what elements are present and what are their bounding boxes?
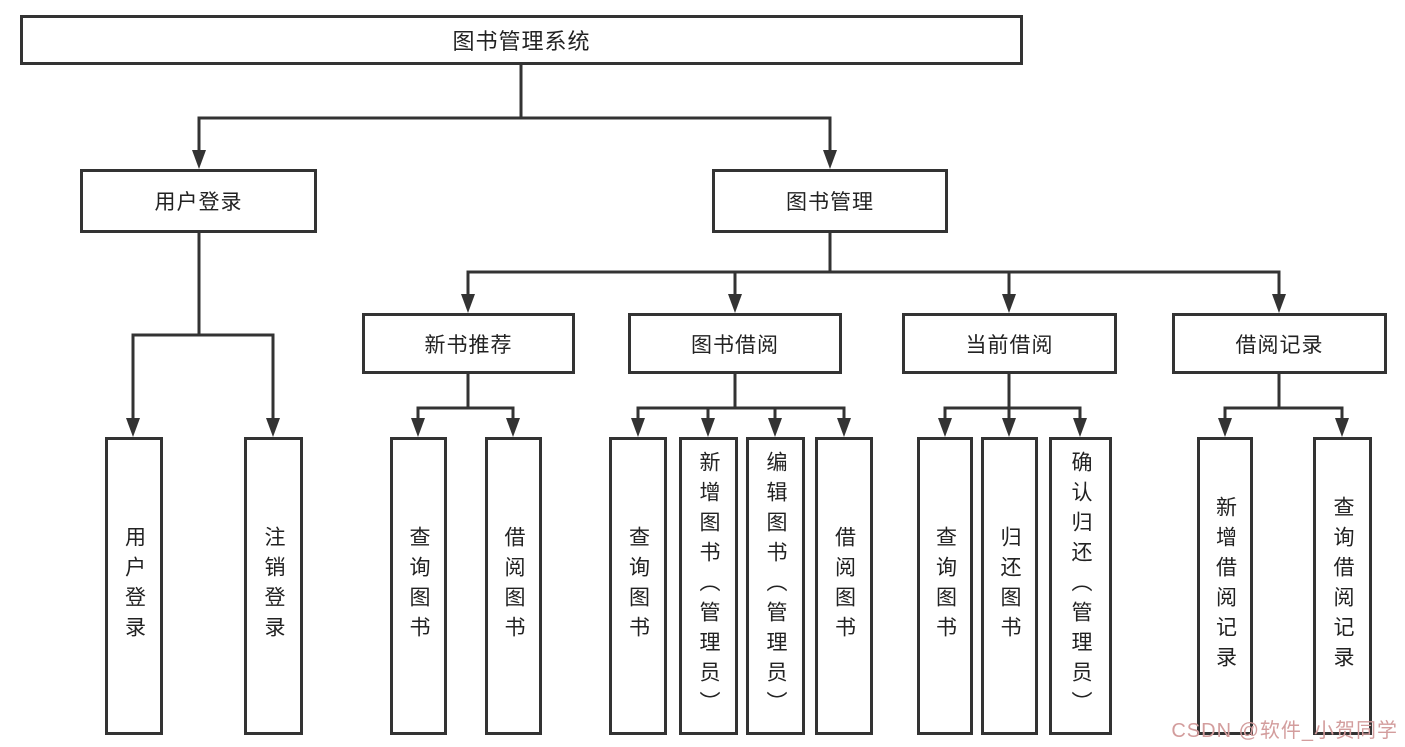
leaf-return-book: 归还图书 <box>981 437 1038 735</box>
node-label: 用户登录 <box>122 526 146 646</box>
node-user-login: 用户登录 <box>80 169 317 233</box>
leaf-query-books-current: 查询图书 <box>917 437 973 735</box>
node-library-system-root: 图书管理系统 <box>20 15 1023 65</box>
node-label: 图书管理系统 <box>452 29 591 54</box>
leaf-logout: 注销登录 <box>244 437 303 735</box>
leaf-user-login: 用户登录 <box>105 437 163 735</box>
node-label: 新增图书（管理员） <box>697 451 720 721</box>
leaf-query-books-recommend: 查询图书 <box>390 437 447 735</box>
leaf-borrow-books-recommend: 借阅图书 <box>485 437 542 735</box>
node-label: 编辑图书（管理员） <box>764 451 787 721</box>
leaf-add-borrow-record: 新增借阅记录 <box>1197 437 1253 735</box>
node-new-book-recommend: 新书推荐 <box>362 313 575 374</box>
node-label: 借阅图书 <box>832 526 856 646</box>
node-book-borrow: 图书借阅 <box>628 313 842 374</box>
node-label: 归还图书 <box>998 526 1021 646</box>
node-label: 当前借阅 <box>965 333 1054 357</box>
node-book-management: 图书管理 <box>712 169 948 233</box>
leaf-confirm-return-admin: 确认归还（管理员） <box>1049 437 1112 735</box>
node-label: 图书借阅 <box>691 333 779 357</box>
node-label: 查询图书 <box>933 526 957 646</box>
node-current-borrow: 当前借阅 <box>902 313 1117 374</box>
node-label: 查询借阅记录 <box>1331 496 1354 676</box>
node-label: 新书推荐 <box>424 333 513 357</box>
leaf-borrow-books: 借阅图书 <box>815 437 873 735</box>
node-label: 查询图书 <box>626 526 650 646</box>
node-label: 注销登录 <box>262 526 285 646</box>
node-label: 借阅图书 <box>502 526 525 646</box>
leaf-add-book-admin: 新增图书（管理员） <box>679 437 738 735</box>
node-label: 用户登录 <box>154 191 243 214</box>
csdn-watermark: CSDN @软件_小贺同学 <box>1171 720 1398 742</box>
leaf-edit-book-admin: 编辑图书（管理员） <box>746 437 805 735</box>
node-label: 新增借阅记录 <box>1213 496 1237 676</box>
leaf-query-books-borrow: 查询图书 <box>609 437 667 735</box>
node-label: 确认归还（管理员） <box>1069 451 1092 721</box>
node-label: 图书管理 <box>786 191 874 214</box>
node-label: 查询图书 <box>407 526 430 646</box>
leaf-query-borrow-record: 查询借阅记录 <box>1313 437 1372 735</box>
node-label: 借阅记录 <box>1235 333 1324 357</box>
node-borrow-records: 借阅记录 <box>1172 313 1387 374</box>
